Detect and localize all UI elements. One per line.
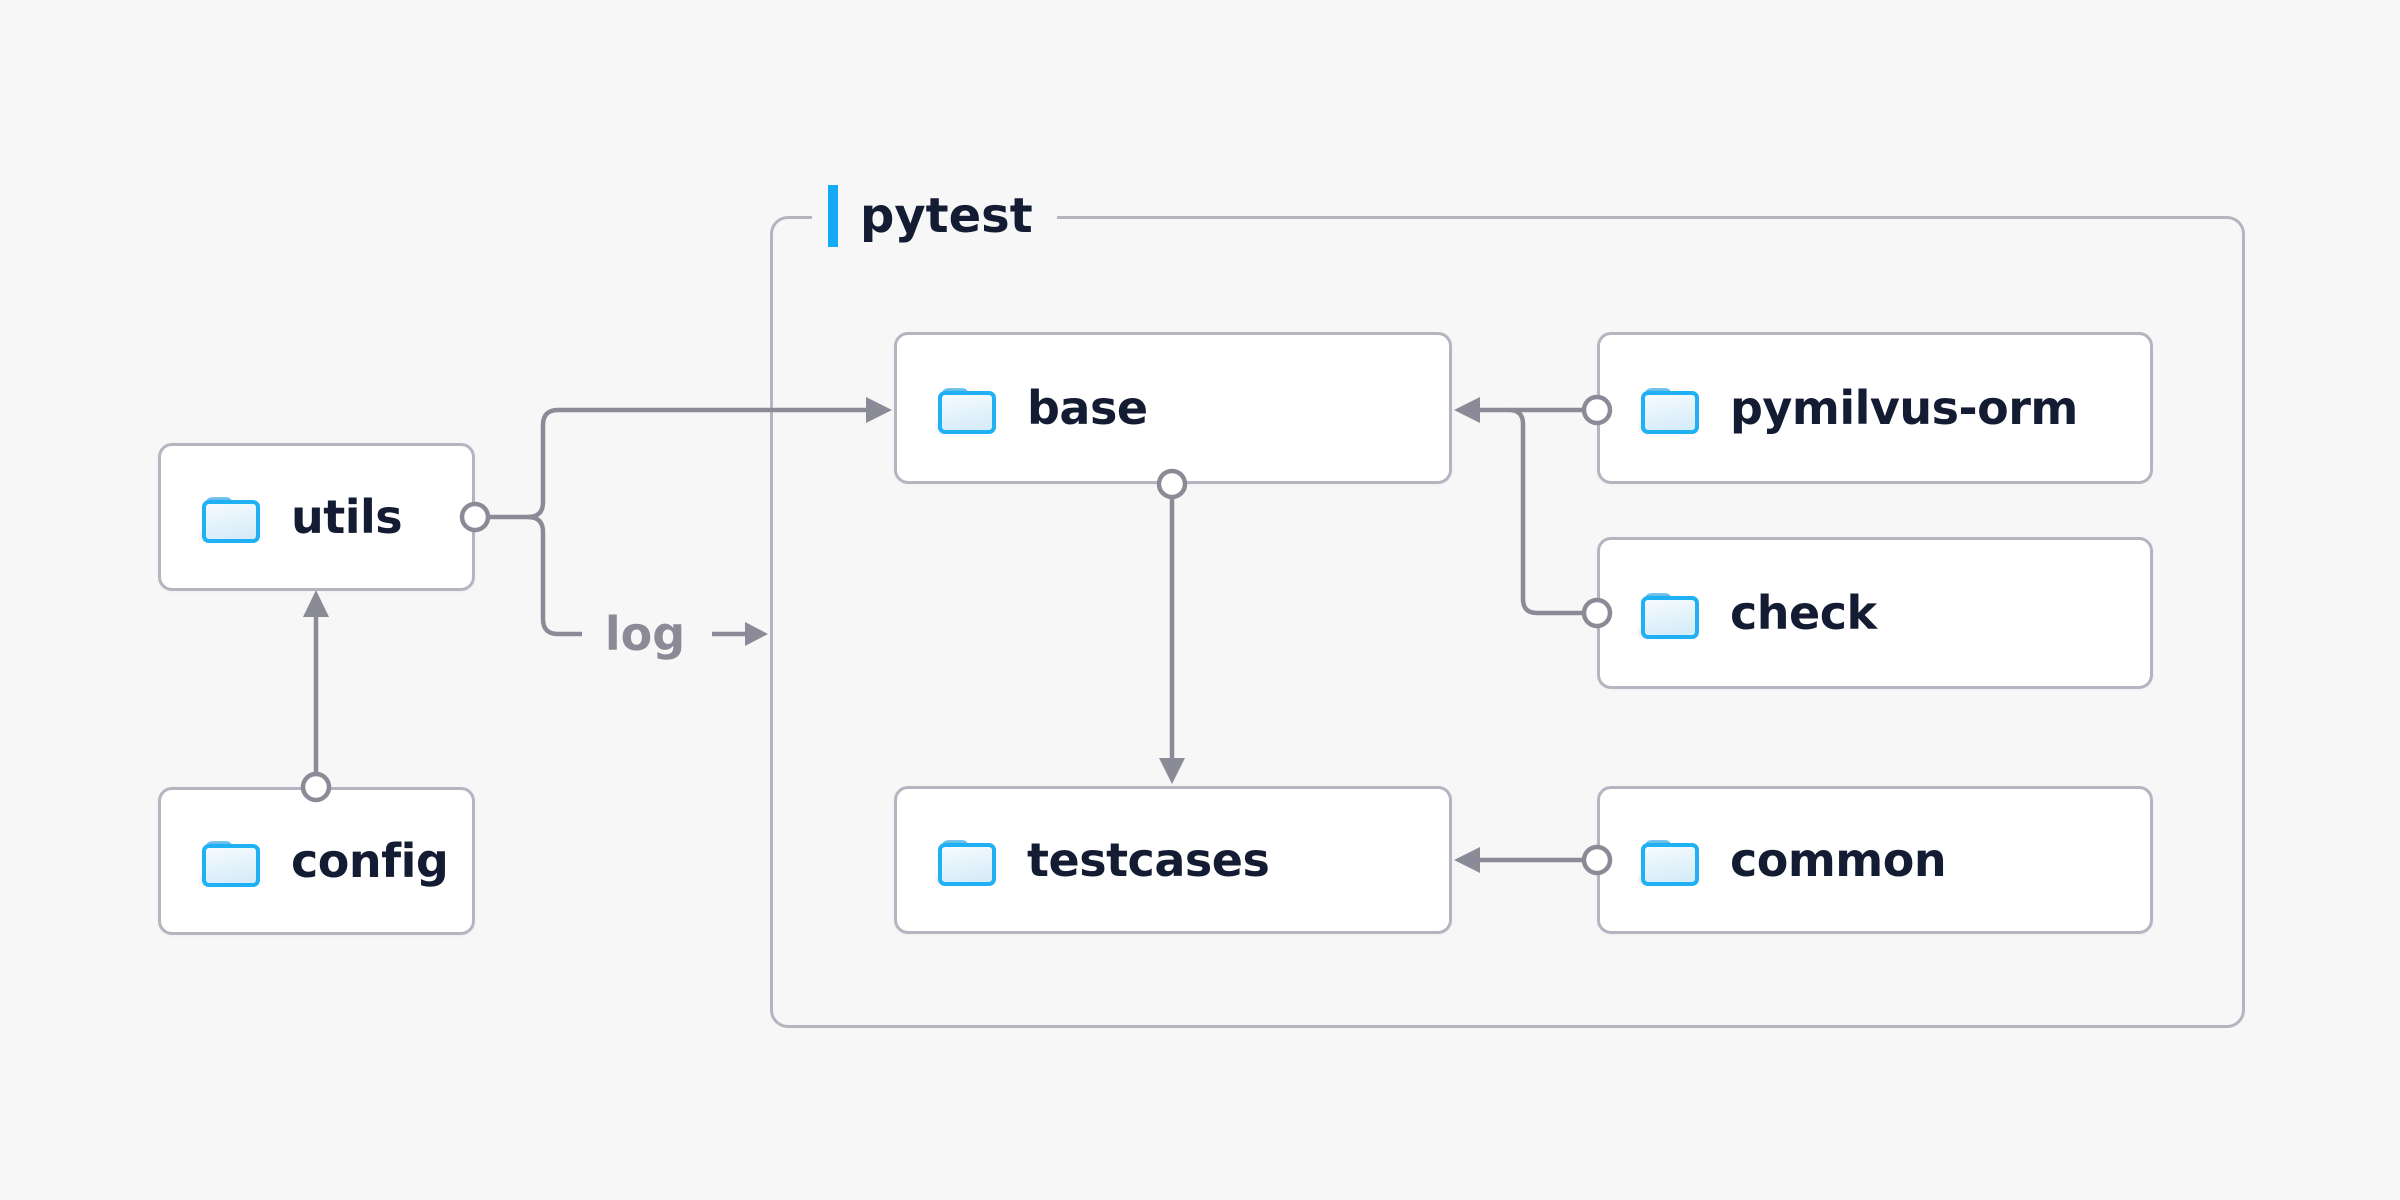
folder-icon	[1638, 586, 1702, 640]
node-label: common	[1730, 833, 1947, 887]
folder-icon	[199, 834, 263, 888]
folder-icon	[1638, 381, 1702, 435]
group-title: pytest	[860, 188, 1033, 244]
folder-icon	[1638, 833, 1702, 887]
node-label: utils	[291, 490, 403, 544]
arrowhead-into-utils	[303, 590, 329, 617]
node-testcases: testcases	[894, 786, 1452, 934]
accent-bar	[828, 185, 838, 247]
node-label: base	[1027, 381, 1148, 435]
node-check: check	[1597, 537, 2153, 689]
folder-icon	[199, 490, 263, 544]
arrowhead-log	[745, 622, 768, 646]
node-label: testcases	[1027, 833, 1270, 887]
node-pymilvus-orm: pymilvus-orm	[1597, 332, 2153, 484]
folder-icon	[935, 381, 999, 435]
node-config: config	[158, 787, 475, 935]
pytest-group-container	[770, 216, 2245, 1028]
node-base: base	[894, 332, 1452, 484]
edge-utils-to-log	[527, 514, 582, 637]
node-label: pymilvus-orm	[1730, 381, 2078, 435]
folder-icon	[935, 833, 999, 887]
node-label: config	[291, 834, 449, 888]
edge-label-log: log	[604, 607, 686, 661]
pytest-group-label: pytest	[812, 183, 1057, 249]
node-utils: utils	[158, 443, 475, 591]
node-common: common	[1597, 786, 2153, 934]
node-label: check	[1730, 586, 1877, 640]
